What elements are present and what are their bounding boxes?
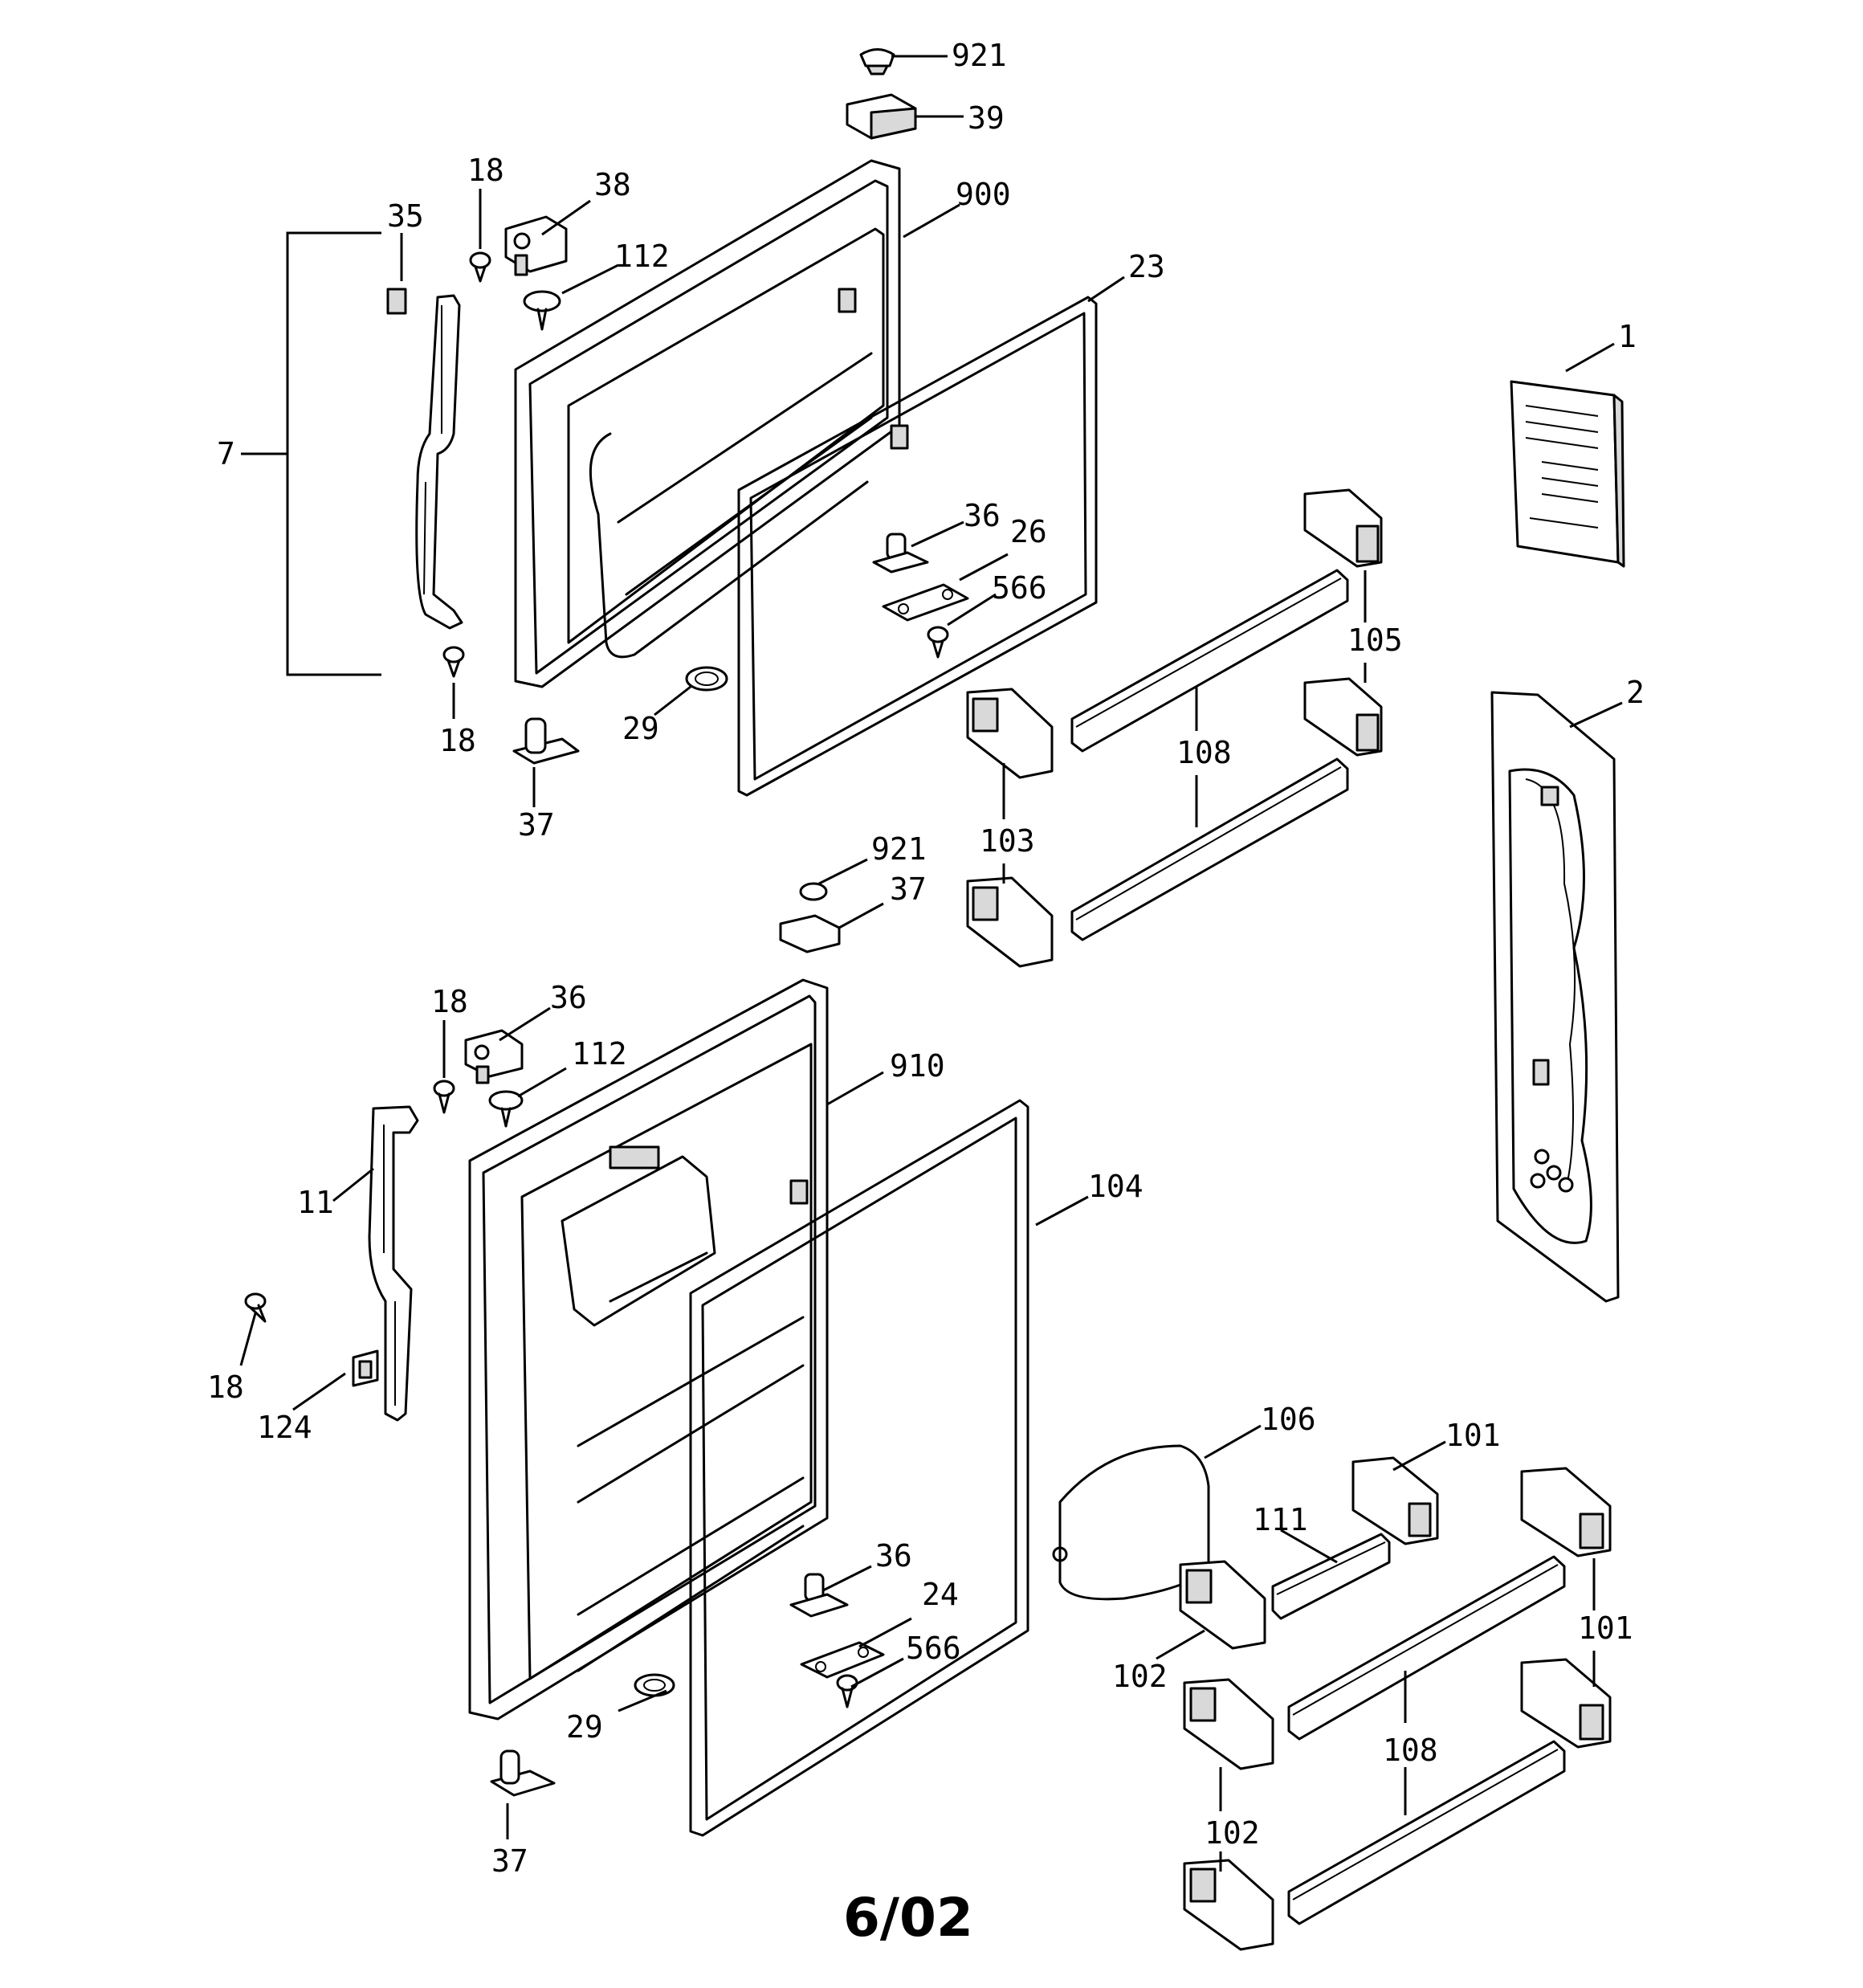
callout-108: 108 [1176, 735, 1232, 770]
callout-39: 39 [968, 100, 1005, 136]
callout-921: 921 [871, 831, 927, 867]
screw-566-upper [927, 626, 949, 659]
shelf-end-101-a [1351, 1456, 1439, 1545]
shelf-bar-111 [1271, 1533, 1391, 1620]
washer-112-b [488, 1090, 524, 1128]
callout-18: 18 [467, 153, 504, 188]
callout-910: 910 [890, 1048, 945, 1084]
callout-labels: 921 39 900 38 18 35 112 23 1 7 36 26 566… [207, 38, 1645, 1879]
hinge-37-upper [512, 717, 580, 765]
callout-11: 11 [297, 1185, 334, 1220]
freezer-handle-7 [386, 288, 463, 630]
freezer-gasket-23 [737, 296, 1098, 797]
callout-23: 23 [1128, 249, 1165, 284]
washer-112-a [523, 290, 561, 331]
hinge-plate-24 [800, 1641, 885, 1679]
leader-lines [239, 55, 1623, 1872]
callout-921: 921 [952, 38, 1007, 73]
callout-37: 37 [491, 1843, 528, 1879]
hinge-pin-36-lower [789, 1573, 849, 1618]
shelf-end-103-a [966, 688, 1054, 779]
callout-38: 38 [594, 167, 631, 202]
shelf-bar-108-a [1070, 569, 1349, 753]
callout-29: 29 [566, 1709, 603, 1745]
callout-105: 105 [1347, 623, 1403, 658]
callout-36: 36 [964, 498, 1001, 533]
plug-921-lower [799, 882, 828, 901]
screw-18-d [244, 1292, 267, 1323]
callout-900: 900 [956, 177, 1011, 212]
screw-18-c [433, 1080, 455, 1114]
callout-7: 7 [217, 436, 235, 471]
callout-566: 566 [992, 570, 1047, 606]
callout-1: 1 [1618, 319, 1637, 354]
shelf-bar-108-b [1070, 757, 1349, 941]
callout-104: 104 [1088, 1169, 1143, 1204]
callout-566: 566 [906, 1631, 961, 1666]
liner-2 [1490, 691, 1620, 1303]
shelf-bar-108-c [1287, 1555, 1566, 1741]
hinge-36-lower-top [464, 1029, 524, 1084]
fresh-food-handle-11 [368, 1105, 419, 1422]
shelf-end-101-c [1520, 1658, 1612, 1749]
freezer-door-900 [514, 159, 909, 688]
hinge-plate-26 [882, 583, 969, 622]
shelf-end-101-b [1520, 1467, 1612, 1557]
bushing-29-upper [685, 666, 728, 692]
hinge-cover-39 [846, 93, 917, 140]
fresh-food-door-910 [468, 978, 829, 1721]
shelf-end-102-b [1183, 1678, 1274, 1770]
shelf-end-102-c [1183, 1859, 1274, 1951]
callout-36: 36 [550, 980, 587, 1015]
callout-112: 112 [572, 1036, 627, 1072]
label-1 [1510, 380, 1625, 568]
callout-102: 102 [1205, 1815, 1260, 1851]
shelf-end-102-a [1179, 1560, 1266, 1650]
callout-37: 37 [518, 807, 555, 843]
callout-101: 101 [1578, 1610, 1633, 1646]
clip-124 [352, 1349, 379, 1387]
screw-18-b [442, 646, 465, 678]
shelf-end-103-b [966, 876, 1054, 968]
callout-103: 103 [980, 823, 1035, 859]
shelf-end-105-a [1303, 488, 1383, 568]
hinge-pin-36-upper [872, 533, 929, 574]
callout-37: 37 [890, 872, 927, 907]
callout-108: 108 [1383, 1733, 1438, 1768]
callout-112: 112 [614, 239, 670, 274]
shelf-bar-108-d [1287, 1740, 1566, 1925]
callout-18: 18 [439, 723, 476, 758]
bracket-7-grouping [241, 231, 381, 676]
callout-26: 26 [1010, 514, 1047, 549]
callout-106: 106 [1261, 1402, 1316, 1437]
hinge-37-lower-bottom [490, 1749, 556, 1797]
callout-101: 101 [1445, 1418, 1501, 1453]
callout-2: 2 [1626, 675, 1645, 710]
callout-18: 18 [431, 984, 468, 1019]
callout-111: 111 [1253, 1502, 1308, 1537]
callout-35: 35 [387, 198, 424, 234]
shelf-end-105-b [1303, 677, 1383, 757]
date-code: 6/02 [843, 1887, 973, 1949]
fresh-food-gasket-104 [689, 1099, 1029, 1837]
callout-36: 36 [875, 1538, 912, 1574]
screw-18-a [469, 251, 491, 283]
callout-29: 29 [622, 711, 659, 746]
dairy-cover-106 [1052, 1444, 1210, 1601]
plug-921-upper [859, 48, 895, 76]
callout-18: 18 [207, 1370, 244, 1405]
callout-102: 102 [1112, 1659, 1168, 1694]
bushing-29-lower [634, 1673, 675, 1697]
callout-124: 124 [257, 1410, 312, 1445]
hinge-38 [504, 215, 568, 276]
screw-566-lower [836, 1674, 858, 1708]
callout-24: 24 [922, 1577, 959, 1612]
hinge-37-lower-top [779, 914, 841, 953]
